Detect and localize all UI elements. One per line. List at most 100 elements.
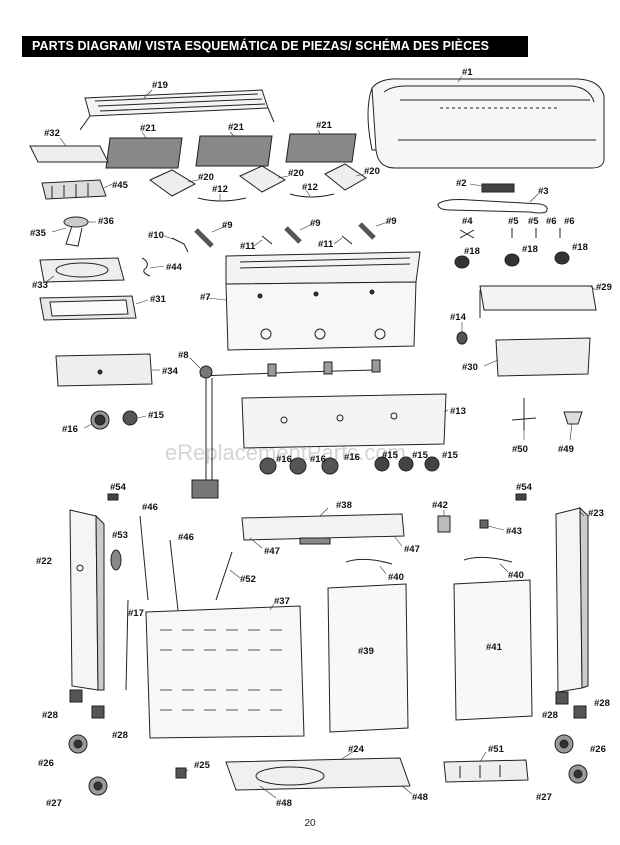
label-51: #51	[488, 744, 505, 755]
label-46b: #46	[178, 532, 194, 543]
part-11-crossover-2	[341, 235, 353, 245]
part-31-tray	[39, 295, 137, 321]
label-30: #30	[462, 362, 478, 373]
label-1: #1	[462, 67, 473, 78]
label-54a: #54	[110, 482, 127, 493]
label-40b: #40	[508, 570, 524, 581]
label-54b: #54	[516, 482, 533, 493]
part-18-bumpers	[454, 251, 570, 269]
part-15-16-knobs	[90, 410, 440, 475]
label-9c: #9	[386, 216, 397, 227]
label-15b: #15	[382, 450, 399, 461]
label-11b: #11	[318, 239, 334, 250]
part-8-manifold	[191, 359, 381, 499]
label-10: #10	[148, 230, 164, 241]
label-28a: #28	[42, 710, 58, 721]
part-10-electrode	[171, 237, 189, 253]
part-26-27-casters	[68, 734, 588, 796]
label-23: #23	[588, 508, 604, 519]
label-31: #31	[150, 294, 167, 305]
label-21b: #21	[228, 122, 245, 133]
part-43-magnet	[479, 519, 489, 529]
part-46-rod	[139, 515, 149, 601]
part-1-lid	[367, 78, 605, 169]
label-9b: #9	[310, 218, 321, 229]
part-33-bowl	[39, 257, 125, 283]
part-7-firebox	[225, 251, 421, 351]
part-4-6-brackets	[459, 228, 561, 239]
label-29: #29	[596, 282, 612, 293]
label-32: #32	[44, 128, 60, 139]
part-44-wire	[141, 257, 151, 277]
label-27a: #27	[46, 798, 62, 809]
label-22: #22	[36, 556, 52, 567]
label-15c: #15	[412, 450, 429, 461]
part-54-pin	[107, 493, 119, 501]
label-7: #7	[200, 292, 211, 303]
part-40-handle	[345, 558, 393, 565]
part-20-heat-tents	[149, 163, 367, 197]
label-48b: #48	[412, 792, 428, 803]
part-49-50-regulator	[511, 398, 583, 430]
part-12-rail-2	[289, 193, 335, 198]
label-14: #14	[450, 312, 467, 323]
label-39: #39	[358, 646, 374, 657]
label-12b: #12	[302, 182, 318, 193]
part-40-handle-2	[463, 556, 513, 563]
part-25-igniter	[175, 767, 187, 779]
label-9a: #9	[222, 220, 233, 231]
label-16d: #16	[344, 452, 360, 463]
part-22-left-panel	[69, 509, 105, 691]
label-26a: #26	[38, 758, 54, 769]
part-labels: #19 #1 #32 #21 #21 #21 #45 #20 #20 #20 #…	[30, 67, 612, 809]
label-18b: #18	[522, 244, 538, 255]
part-46-rod-2	[169, 539, 179, 611]
label-18a: #18	[464, 246, 480, 257]
label-38: #38	[336, 500, 352, 511]
part-17-rod	[125, 599, 129, 691]
label-27b: #27	[536, 792, 552, 803]
label-28c: #28	[542, 710, 558, 721]
label-16c: #16	[310, 454, 326, 465]
label-36: #36	[98, 216, 114, 227]
part-32-lid	[29, 145, 109, 163]
label-49: #49	[558, 444, 574, 455]
label-21a: #21	[140, 123, 157, 134]
label-47b: #47	[404, 544, 420, 555]
part-28-leg-caps	[69, 689, 587, 719]
part-34-side-burner-front	[55, 353, 153, 387]
part-51-base-rail	[443, 759, 529, 783]
label-12a: #12	[212, 184, 228, 195]
label-45: #45	[112, 180, 129, 191]
label-37: #37	[274, 596, 290, 607]
label-40a: #40	[388, 572, 404, 583]
label-5b: #5	[528, 216, 539, 227]
label-16b: #16	[276, 454, 292, 465]
label-6b: #6	[564, 216, 575, 227]
label-44: #44	[166, 262, 183, 273]
label-5a: #5	[508, 216, 519, 227]
part-45-rack	[41, 179, 107, 200]
label-28b: #28	[112, 730, 128, 741]
label-53: #53	[112, 530, 128, 541]
label-18c: #18	[572, 242, 588, 253]
page-number: 20	[304, 818, 316, 829]
part-11-crossover	[261, 235, 273, 245]
part-23-right-panel	[555, 506, 589, 693]
label-35: #35	[30, 228, 47, 239]
part-54-pin-2	[515, 493, 527, 501]
label-47a: #47	[264, 546, 280, 557]
label-41: #41	[486, 642, 503, 653]
part-52-rod	[215, 551, 233, 601]
part-3-handle	[437, 199, 548, 214]
part-21-cooking-grates	[105, 133, 357, 169]
part-9-burners	[194, 222, 376, 248]
label-15d: #15	[442, 450, 459, 461]
part-41-right-door	[453, 579, 533, 721]
part-12-rail	[197, 197, 247, 202]
label-17: #17	[128, 608, 144, 619]
label-6a: #6	[546, 216, 557, 227]
label-11a: #11	[240, 241, 256, 252]
part-30-shelf-front	[495, 337, 591, 377]
